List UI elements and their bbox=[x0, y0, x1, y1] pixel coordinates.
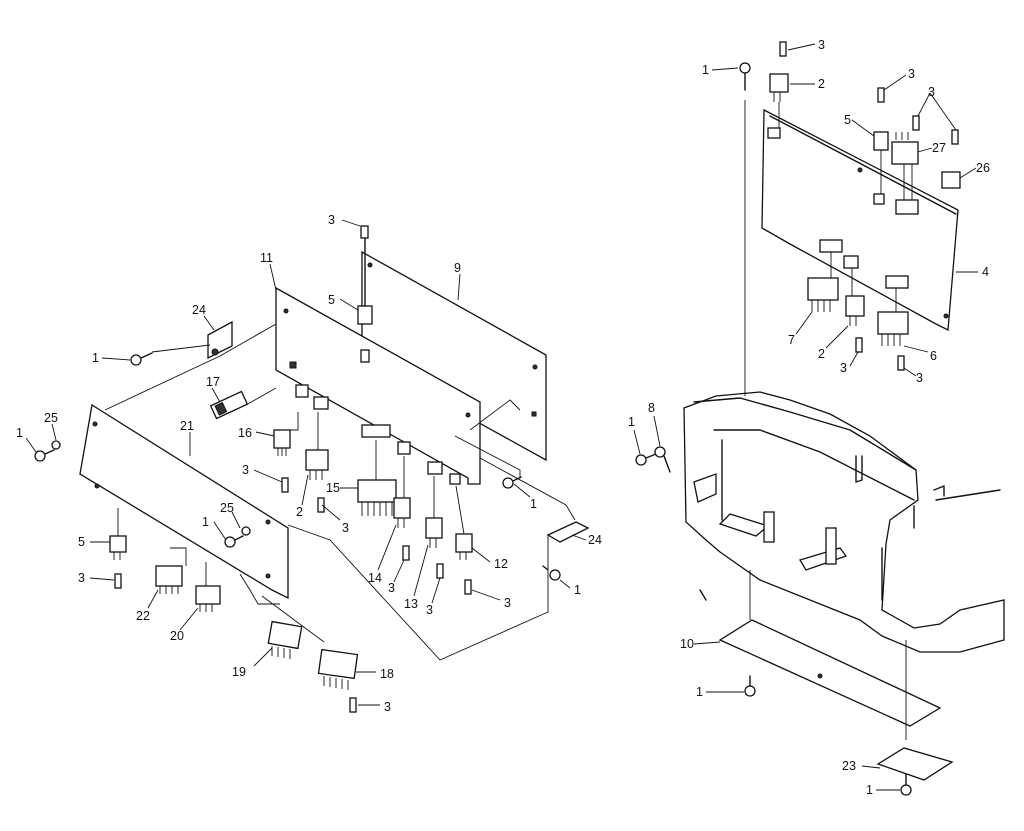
callout-3: 3 bbox=[384, 700, 391, 714]
callout-23: 23 bbox=[842, 759, 856, 773]
callout-2: 2 bbox=[818, 77, 825, 91]
assembly-guide-lines-right bbox=[744, 100, 913, 740]
callout-2: 2 bbox=[818, 347, 825, 361]
ic-19 bbox=[267, 620, 303, 659]
circuit-board-11 bbox=[275, 286, 481, 485]
connector-14 bbox=[393, 497, 411, 528]
ic-20 bbox=[195, 585, 221, 612]
callout-3: 3 bbox=[928, 85, 935, 99]
callout-16: 16 bbox=[238, 426, 252, 440]
connector-7 bbox=[807, 277, 839, 312]
callout-19: 19 bbox=[232, 665, 246, 679]
callout-6: 6 bbox=[930, 349, 937, 363]
left-assembly bbox=[34, 225, 590, 713]
callout-2: 2 bbox=[296, 505, 303, 519]
ic-18 bbox=[317, 648, 359, 690]
right-assembly bbox=[635, 41, 1005, 796]
part-17 bbox=[209, 390, 249, 420]
connector-2-right bbox=[845, 295, 865, 326]
callout-10: 10 bbox=[680, 637, 694, 651]
callout-13: 13 bbox=[404, 597, 418, 611]
callout-8: 8 bbox=[648, 401, 655, 415]
callout-24: 24 bbox=[192, 303, 206, 317]
screw-1 bbox=[34, 352, 561, 581]
assembly-guide-lines bbox=[104, 323, 576, 661]
connector-5-left bbox=[109, 535, 127, 560]
callout-labels: 3 9 11 5 24 1 17 25 1 21 16 3 2 3 15 1 2… bbox=[16, 38, 990, 797]
plate-10 bbox=[718, 619, 942, 727]
callout-5: 5 bbox=[328, 293, 335, 307]
callout-7: 7 bbox=[788, 333, 795, 347]
connector-13 bbox=[425, 517, 443, 548]
callout-11: 11 bbox=[260, 251, 273, 265]
callout-12: 12 bbox=[494, 557, 508, 571]
callout-3: 3 bbox=[328, 213, 335, 227]
callout-3: 3 bbox=[388, 581, 395, 595]
callout-14: 14 bbox=[368, 571, 382, 585]
callout-3: 3 bbox=[818, 38, 825, 52]
callout-3: 3 bbox=[342, 521, 349, 535]
callout-3: 3 bbox=[916, 371, 923, 385]
callout-1: 1 bbox=[696, 685, 703, 699]
callout-9: 9 bbox=[454, 261, 461, 275]
connector-26 bbox=[941, 171, 961, 189]
connector-12 bbox=[455, 533, 473, 560]
connector-2-top bbox=[769, 41, 789, 102]
connector-16 bbox=[273, 429, 291, 456]
part-8 bbox=[654, 446, 671, 473]
callout-3: 3 bbox=[908, 67, 915, 81]
callout-leaders bbox=[25, 43, 978, 791]
front-panel-21 bbox=[79, 403, 289, 600]
screw-1-right bbox=[635, 62, 912, 796]
callout-21: 21 bbox=[180, 419, 194, 433]
circuit-board-4 bbox=[761, 108, 959, 332]
callout-1: 1 bbox=[92, 351, 99, 365]
callout-22: 22 bbox=[136, 609, 150, 623]
callout-1: 1 bbox=[202, 515, 209, 529]
connector-6 bbox=[877, 311, 909, 346]
connector-15 bbox=[357, 479, 397, 516]
callout-26: 26 bbox=[976, 161, 990, 175]
callout-1: 1 bbox=[702, 63, 709, 77]
connector-5-mid bbox=[357, 225, 373, 363]
bracket-24-right bbox=[546, 521, 590, 543]
callout-1: 1 bbox=[866, 783, 873, 797]
callout-1: 1 bbox=[628, 415, 635, 429]
callout-4: 4 bbox=[982, 265, 989, 279]
callout-27: 27 bbox=[932, 141, 946, 155]
callout-20: 20 bbox=[170, 629, 184, 643]
callout-1: 1 bbox=[16, 426, 23, 440]
callout-3: 3 bbox=[78, 571, 85, 585]
ic-22 bbox=[155, 565, 183, 594]
callout-15: 15 bbox=[326, 481, 340, 495]
connector-2-mid bbox=[305, 449, 329, 480]
chassis bbox=[683, 391, 1005, 653]
connector-27 bbox=[891, 132, 919, 165]
callout-25: 25 bbox=[220, 501, 234, 515]
callout-17: 17 bbox=[206, 375, 220, 389]
connector-5-right bbox=[873, 131, 889, 151]
callout-24: 24 bbox=[588, 533, 602, 547]
callout-18: 18 bbox=[380, 667, 394, 681]
callout-3: 3 bbox=[504, 596, 511, 610]
callout-3: 3 bbox=[840, 361, 847, 375]
callout-3: 3 bbox=[426, 603, 433, 617]
callout-5: 5 bbox=[844, 113, 851, 127]
callout-25: 25 bbox=[44, 411, 58, 425]
callout-1: 1 bbox=[574, 583, 581, 597]
callout-1: 1 bbox=[530, 497, 537, 511]
callout-5: 5 bbox=[78, 535, 85, 549]
plate-23 bbox=[876, 747, 954, 781]
callout-3: 3 bbox=[242, 463, 249, 477]
